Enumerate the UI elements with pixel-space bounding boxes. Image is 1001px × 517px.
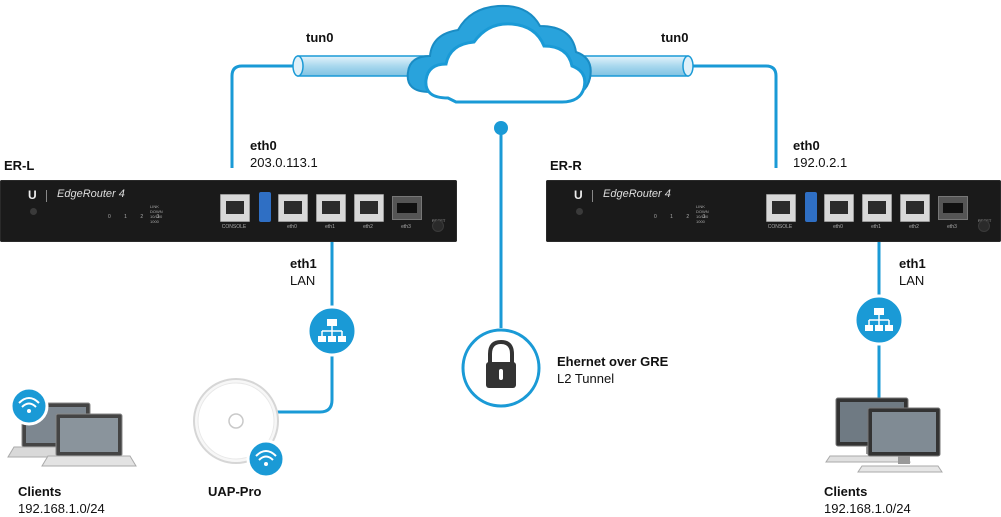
left-wan-link	[230, 64, 310, 168]
led-legend-item: LINK	[150, 204, 159, 209]
led-legend-item: 1000	[150, 219, 159, 224]
led-legend-item: DOWN	[696, 209, 709, 214]
tunnel-center-dot	[494, 121, 508, 135]
tunnel-left-label: tun0	[306, 30, 334, 45]
led-legend: LINK DOWN 10/100 1000	[696, 204, 709, 224]
right-router-name: ER-R	[550, 158, 582, 173]
network-switch-icon	[306, 305, 358, 357]
port-label: eth1	[325, 224, 335, 230]
tunnel-subtitle: L2 Tunnel	[557, 371, 615, 386]
console-port	[220, 194, 250, 222]
eth1-port	[862, 194, 892, 222]
eth3-sfp-port	[938, 196, 968, 220]
eth2-port	[900, 194, 930, 222]
led-legend: LINK DOWN 10/100 1000	[150, 204, 163, 224]
reset-button	[978, 220, 990, 232]
left-router: U EdgeRouter 4 0 1 2 3 LINK DOWN 10/100 …	[0, 180, 457, 242]
laptop-icon	[41, 413, 137, 467]
port-label: eth2	[363, 224, 373, 230]
eth2-port	[354, 194, 384, 222]
port-label: eth0	[287, 224, 297, 230]
tunnel-title: Ehernet over GRE	[557, 354, 669, 369]
logo-divider	[46, 190, 47, 202]
router-model: EdgeRouter 4	[603, 188, 671, 200]
left-wan-ip: 203.0.113.1	[250, 155, 318, 170]
left-lan-interface: eth1	[290, 256, 317, 271]
eth3-sfp-port	[392, 196, 422, 220]
port-label: eth2	[909, 224, 919, 230]
port-led-numbers: 0 1 2 3	[654, 214, 712, 220]
right-lan-role: LAN	[899, 273, 925, 288]
led-legend-item: DOWN	[150, 209, 163, 214]
port-led-numbers: 0 1 2 3	[108, 214, 166, 220]
right-wan-interface: eth0	[793, 138, 820, 153]
port-label: CONSOLE	[221, 224, 247, 230]
left-clients-subnet: 192.168.1.0/24	[18, 501, 105, 516]
port-label: eth1	[871, 224, 881, 230]
right-wan-link	[686, 64, 778, 168]
led-legend-item: 1000	[696, 219, 705, 224]
console-port	[766, 194, 796, 222]
wifi-icon	[9, 386, 49, 426]
port-label: eth3	[401, 224, 411, 230]
port-label: CONSOLE	[767, 224, 793, 230]
network-switch-icon	[853, 294, 905, 346]
right-wan-ip: 192.0.2.1	[793, 155, 848, 170]
cloud-icon	[406, 4, 592, 104]
tunnel-tube-right	[559, 55, 694, 77]
access-point-label: UAP-Pro	[208, 484, 262, 499]
tunnel-right-label: tun0	[661, 30, 689, 45]
eth1-port	[316, 194, 346, 222]
left-lan-link	[272, 212, 334, 414]
left-clients-label: Clients	[18, 484, 62, 499]
left-lan-role: LAN	[290, 273, 316, 288]
port-label: eth0	[833, 224, 843, 230]
right-clients-subnet: 192.168.1.0/24	[824, 501, 911, 516]
port-label: eth3	[947, 224, 957, 230]
wifi-icon	[246, 439, 286, 479]
right-lan-interface: eth1	[899, 256, 926, 271]
right-router: U EdgeRouter 4 0 1 2 3 LINK DOWN 10/100 …	[546, 180, 1001, 242]
right-clients-label: Clients	[824, 484, 868, 499]
power-led	[576, 208, 583, 215]
ubiquiti-logo-icon: U	[28, 188, 37, 202]
eth0-port	[824, 194, 854, 222]
led-legend-item: LINK	[696, 204, 705, 209]
led-legend-item: 10/100	[696, 214, 709, 219]
usb-port	[259, 192, 271, 222]
eth0-port	[278, 194, 308, 222]
reset-button	[432, 220, 444, 232]
led-legend-item: 10/100	[150, 214, 163, 219]
power-led	[30, 208, 37, 215]
router-model: EdgeRouter 4	[57, 188, 125, 200]
lock-icon	[461, 328, 541, 408]
desktop-icon	[857, 407, 943, 473]
logo-divider	[592, 190, 593, 202]
left-wan-interface: eth0	[250, 138, 277, 153]
usb-port	[805, 192, 817, 222]
left-router-name: ER-L	[4, 158, 35, 173]
ubiquiti-logo-icon: U	[574, 188, 583, 202]
